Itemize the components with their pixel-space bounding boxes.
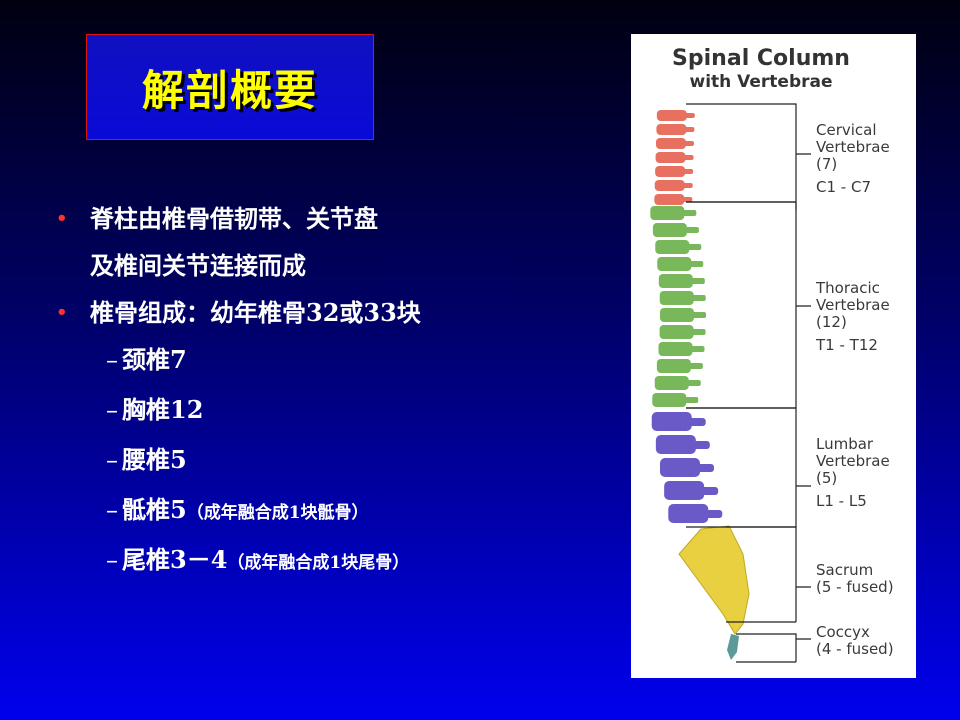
- dash-marker: –: [106, 396, 118, 424]
- sub-item-cervical: –颈椎7: [56, 346, 596, 377]
- dash-marker: –: [106, 446, 118, 474]
- lumbar-vertebra: [664, 481, 705, 500]
- sub-item-sacral: –骶椎5（成年融合成1块骶骨）: [56, 496, 596, 527]
- cervical-process: [679, 155, 694, 160]
- cervical-vertebra: [655, 152, 686, 163]
- label-lumbar: Lumbar Vertebrae (5) L1 - L5: [816, 435, 890, 510]
- thoracic-process: [688, 346, 705, 352]
- thoracic-vertebra: [658, 274, 693, 288]
- cervical-vertebra: [655, 138, 686, 149]
- cervical-vertebra: [654, 194, 685, 205]
- lumbar-vertebra: [668, 504, 709, 523]
- thoracic-process: [689, 312, 706, 318]
- slide-title-box: 解剖概要: [86, 34, 374, 140]
- sub-item-note: （成年融合成1块骶骨）: [186, 503, 369, 523]
- cervical-process: [678, 197, 693, 202]
- thoracic-process: [687, 261, 704, 267]
- slide-title: 解剖概要: [141, 65, 318, 115]
- lumbar-vertebra: [655, 435, 696, 454]
- lumbar-process: [704, 510, 723, 518]
- thoracic-process: [682, 227, 699, 233]
- cervical-vertebra: [656, 110, 687, 121]
- thoracic-process: [684, 380, 701, 386]
- spine-illustration: [650, 103, 811, 663]
- thoracic-process: [686, 363, 703, 369]
- cervical-vertebra: [655, 166, 686, 177]
- lumbar-process: [687, 418, 706, 426]
- slide-content: • 脊柱由椎骨借韧带、关节盘 及椎间关节连接而成 • 椎骨组成：幼年椎骨32或3…: [56, 205, 596, 596]
- dash-marker: –: [106, 546, 118, 574]
- lumbar-vertebra: [651, 412, 692, 431]
- region-brackets: [686, 103, 811, 663]
- thoracic-vertebra: [656, 359, 691, 373]
- label-cervical: Cervical Vertebrae (7) C1 - C7: [816, 121, 890, 196]
- bullet-dot-icon: •: [56, 302, 68, 323]
- thoracic-process: [689, 329, 706, 335]
- thoracic-vertebra: [659, 325, 694, 339]
- spinal-column-figure: Spinal Column with Vertebrae Cervical Ve…: [631, 34, 916, 678]
- dash-marker: –: [106, 496, 118, 524]
- sub-item-text: 颈椎7: [122, 345, 187, 374]
- cervical-process: [680, 113, 695, 118]
- thoracic-process: [680, 210, 697, 216]
- thoracic-vertebra: [657, 257, 692, 271]
- sub-item-coccygeal: –尾椎3－4（成年融合成1块尾骨）: [56, 546, 596, 577]
- label-thoracic: Thoracic Vertebrae (12) T1 - T12: [816, 279, 890, 354]
- bullet-text-line: 脊柱由椎骨借韧带、关节盘: [90, 204, 378, 233]
- cervical-process: [679, 169, 694, 174]
- label-sacrum: Sacrum (5 - fused): [816, 561, 894, 596]
- thoracic-vertebra: [652, 393, 687, 407]
- thoracic-vertebra: [658, 342, 693, 356]
- lumbar-process: [696, 464, 714, 472]
- thoracic-vertebra: [652, 223, 687, 237]
- spine-vertebrae: [650, 110, 750, 660]
- thoracic-vertebra: [650, 206, 685, 220]
- sacrum: [678, 525, 750, 635]
- figure-title: Spinal Column: [672, 46, 850, 71]
- cervical-vertebra: [656, 124, 687, 135]
- cervical-process: [680, 127, 695, 132]
- bullet-text-line: 椎骨组成：幼年椎骨32或33块: [90, 298, 421, 327]
- bullet-dot-icon: •: [56, 208, 68, 229]
- sub-item-text: 尾椎3－4: [122, 545, 228, 574]
- thoracic-process: [689, 295, 706, 301]
- sub-item-text: 骶椎5: [122, 495, 187, 524]
- bullet-text-line: 及椎间关节连接而成: [90, 251, 306, 280]
- thoracic-vertebra: [659, 308, 694, 322]
- thoracic-process: [688, 278, 705, 284]
- coccyx: [727, 634, 739, 660]
- thoracic-process: [682, 397, 699, 403]
- bullet-item: • 椎骨组成：幼年椎骨32或33块: [56, 299, 596, 327]
- dash-marker: –: [106, 346, 118, 374]
- label-coccyx: Coccyx (4 - fused): [816, 623, 894, 658]
- thoracic-vertebra: [654, 376, 689, 390]
- figure-subtitle: with Vertebrae: [689, 72, 833, 92]
- thoracic-vertebra: [655, 240, 690, 254]
- sub-item-text: 腰椎5: [122, 445, 187, 474]
- cervical-process: [679, 141, 694, 146]
- lumbar-process: [691, 441, 710, 449]
- bullet-item: • 脊柱由椎骨借韧带、关节盘 及椎间关节连接而成: [56, 205, 596, 280]
- thoracic-process: [685, 244, 702, 250]
- sub-item-text: 胸椎12: [122, 395, 204, 424]
- sub-item-thoracic: –胸椎12: [56, 396, 596, 427]
- cervical-process: [678, 183, 693, 188]
- cervical-vertebra: [654, 180, 685, 191]
- lumbar-vertebra: [660, 458, 700, 477]
- lumbar-process: [700, 487, 719, 495]
- sub-item-note: （成年融合成1块尾骨）: [227, 553, 410, 573]
- sub-item-lumbar: –腰椎5: [56, 446, 596, 477]
- thoracic-vertebra: [659, 291, 694, 305]
